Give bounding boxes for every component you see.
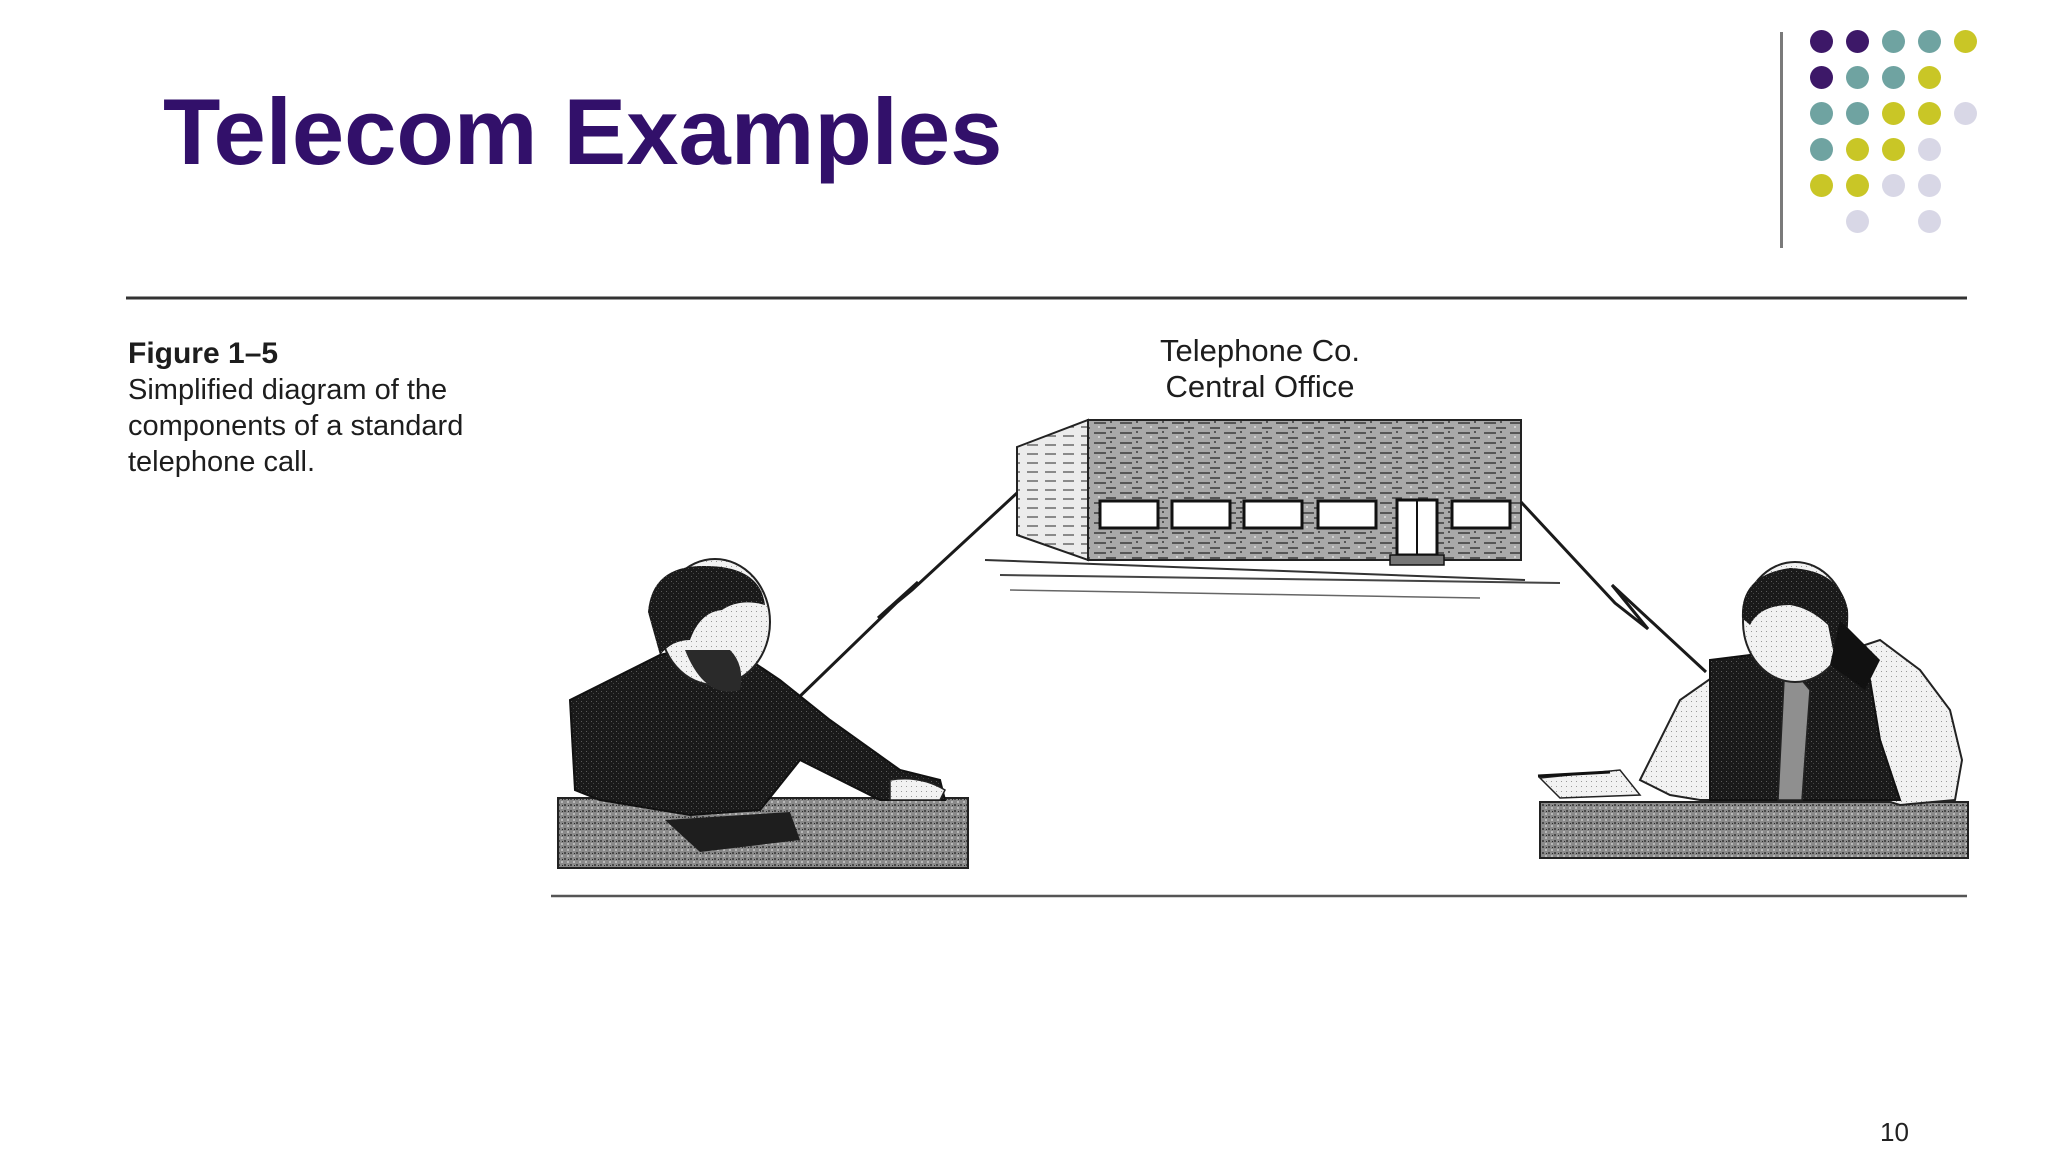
caller-left-icon <box>558 559 968 868</box>
caller-right-icon <box>1538 562 1968 858</box>
building-icon <box>985 420 1560 598</box>
page-number: 10 <box>1880 1117 1909 1148</box>
